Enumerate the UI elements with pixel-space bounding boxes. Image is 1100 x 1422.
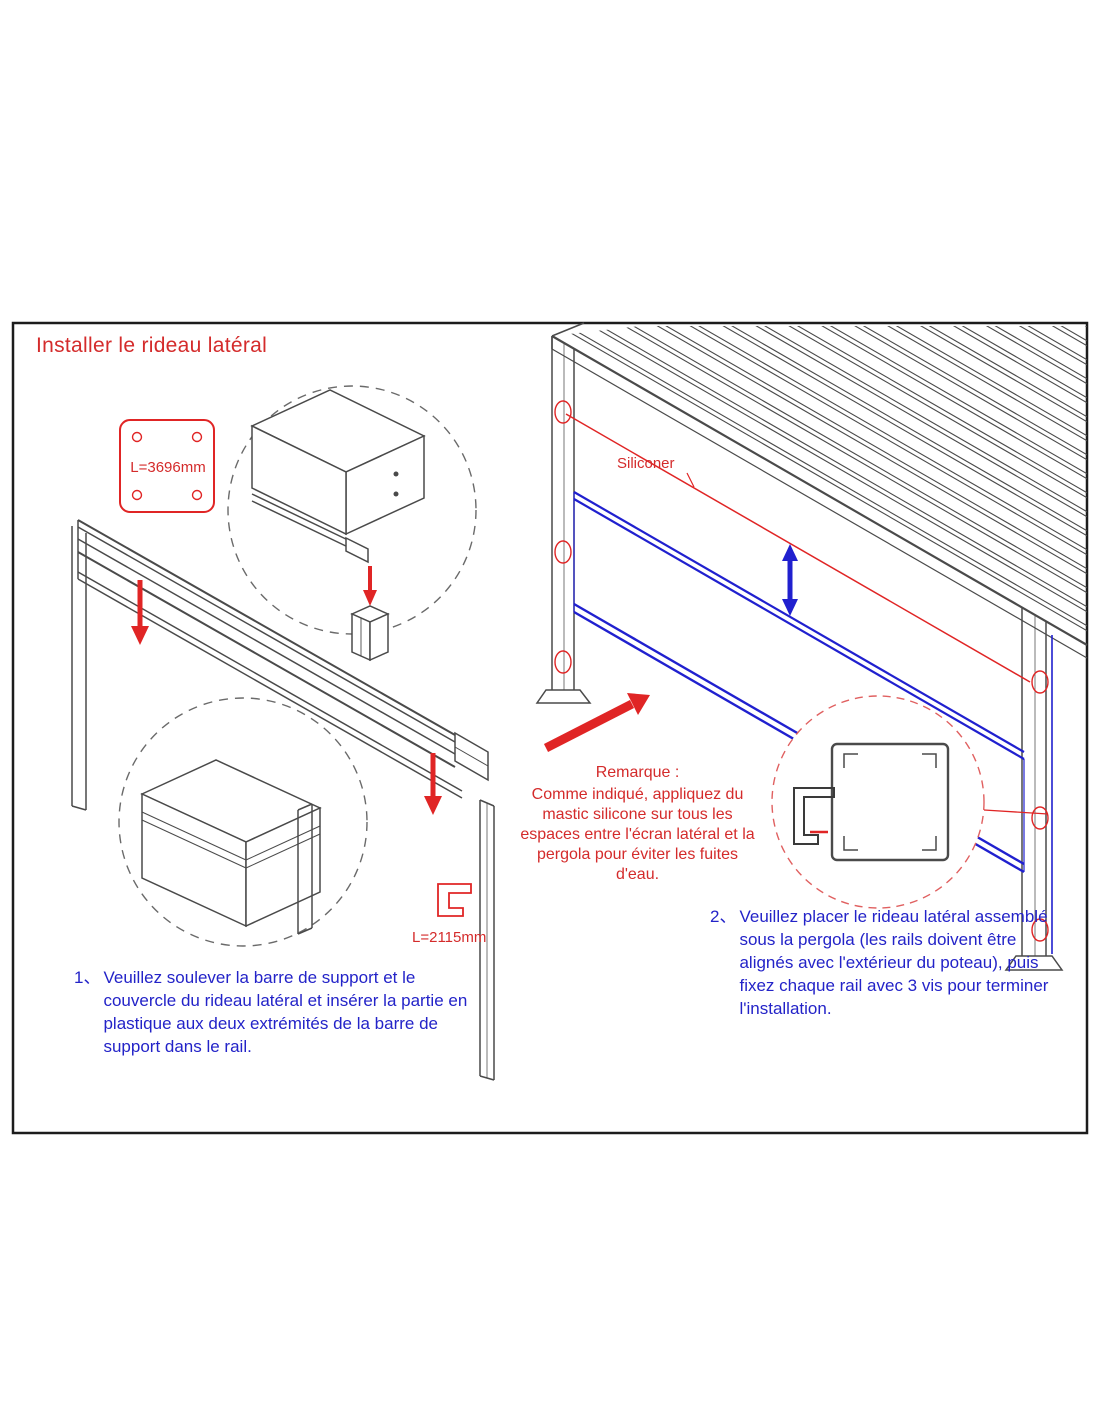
bar-end-detail-bubble [227, 385, 477, 662]
pergola-drawing [535, 322, 1088, 971]
roof-back-edge [551, 322, 585, 337]
step-1-text: Veuillez soulever la barre de support et… [103, 968, 468, 1056]
cassette-detail-bubble [118, 697, 368, 947]
insert-down-arrow-left [131, 580, 149, 645]
rail-profile-section [437, 883, 472, 917]
insert-plastic-arrow [363, 566, 377, 606]
curtain-movement-arrow [782, 544, 798, 616]
right-side-rail [479, 799, 495, 1081]
roof-fascia-edge [551, 348, 1088, 659]
step-1-instruction: 1、 Veuillez soulever la barre de support… [74, 966, 474, 1058]
silicone-seal-line [565, 413, 1031, 683]
step-2-number: 2、 [710, 907, 737, 926]
insert-down-arrow-right [424, 753, 442, 815]
step-1-number: 1、 [74, 968, 101, 987]
bar-length-label: L=3696mm [130, 459, 206, 476]
page-title: Installer le rideau latéral [36, 334, 268, 357]
silicone-label: Siliconer [617, 455, 675, 472]
note-body: Comme indiqué, appliquez du mastic silic… [520, 786, 755, 883]
rail-length-label: L=2115mm [412, 929, 487, 946]
post-section-detail-bubble [771, 695, 1049, 909]
step-2-text: Veuillez placer le rideau latéral assemb… [739, 907, 1049, 1018]
diagram-border [11, 321, 1089, 1135]
support-bar-assembly-drawing [71, 385, 495, 1081]
roof-front-edge [551, 335, 1088, 646]
pergola-right-post [1004, 608, 1064, 971]
left-side-rail [71, 526, 87, 811]
assembly-to-pergola-arrow [543, 693, 650, 753]
silicone-note: Remarque : Comme indiqué, appliquez du m… [519, 763, 756, 885]
screw-position-markers [554, 400, 1049, 942]
note-heading: Remarque : [595, 764, 680, 781]
bar-profile-section [119, 419, 215, 513]
pergola-left-post [535, 336, 592, 704]
plastic-end-part [350, 605, 390, 662]
step-2-instruction: 2、 Veuillez placer le rideau latéral ass… [710, 905, 1050, 1020]
pergola-roof-louvers [552, 326, 1087, 639]
